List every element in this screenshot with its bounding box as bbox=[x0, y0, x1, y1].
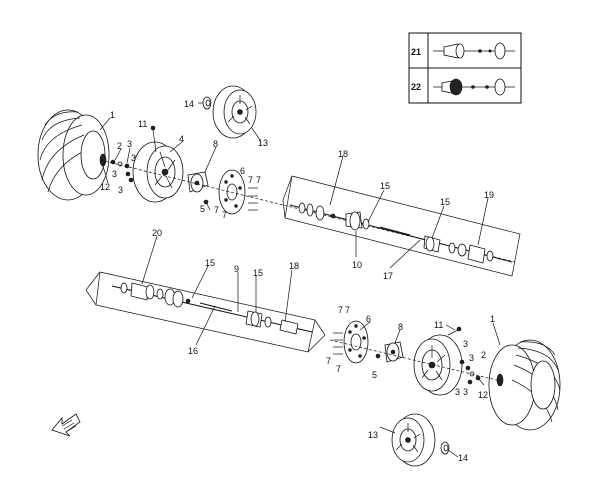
callout-7: 7 bbox=[248, 175, 253, 185]
callout-18: 18 bbox=[338, 149, 348, 159]
callout-3: 3 bbox=[127, 139, 132, 149]
legend-number-21: 21 bbox=[411, 47, 421, 57]
legend-21-cv-joint-icon bbox=[433, 42, 515, 60]
hardware-lower bbox=[333, 326, 481, 385]
drive-shaft-box-lower bbox=[85, 271, 326, 353]
callout-3: 3 bbox=[455, 387, 460, 397]
brake-disc-upper bbox=[218, 169, 246, 215]
callout-14: 14 bbox=[458, 453, 468, 463]
callout-11: 11 bbox=[138, 119, 147, 129]
rim-upper-left bbox=[132, 141, 184, 203]
callout-1: 1 bbox=[110, 110, 115, 120]
callout-15: 15 bbox=[380, 181, 390, 191]
rim-lower-right bbox=[413, 334, 463, 396]
callout-17: 17 bbox=[383, 271, 393, 281]
callout-3: 3 bbox=[131, 153, 136, 163]
legend-22-cv-joint-icon bbox=[433, 78, 515, 96]
callout-4: 4 bbox=[179, 134, 184, 144]
callout-15: 15 bbox=[440, 197, 450, 207]
callout-8: 8 bbox=[213, 139, 218, 149]
callout-3: 3 bbox=[469, 353, 474, 363]
rim-lower-spare bbox=[391, 413, 436, 467]
callout-3: 3 bbox=[118, 185, 123, 195]
callout-18: 18 bbox=[289, 261, 299, 271]
callout-2: 2 bbox=[117, 141, 122, 151]
callout-2: 2 bbox=[481, 350, 486, 360]
callout-16: 16 bbox=[188, 346, 198, 356]
tire-upper-left bbox=[37, 109, 110, 201]
callout-7: 7 bbox=[222, 210, 227, 220]
callout-7: 7 bbox=[338, 305, 343, 315]
callout-14: 14 bbox=[184, 99, 194, 109]
callout-20: 20 bbox=[152, 228, 162, 238]
leader-lines bbox=[99, 102, 501, 458]
callout-5: 5 bbox=[372, 370, 377, 380]
callout-3: 3 bbox=[463, 339, 468, 349]
hub-lower bbox=[384, 341, 404, 363]
hardware-upper bbox=[110, 125, 258, 211]
callout-7: 7 bbox=[326, 356, 331, 366]
rim-upper-spare bbox=[212, 85, 257, 139]
callout-12: 12 bbox=[478, 390, 488, 400]
nut-14-upper-icon bbox=[202, 96, 212, 110]
hub-upper bbox=[187, 171, 209, 193]
callout-12: 12 bbox=[100, 182, 110, 192]
callout-13: 13 bbox=[368, 430, 378, 440]
callout-15: 15 bbox=[205, 258, 215, 268]
callout-3: 3 bbox=[112, 169, 117, 179]
callout-1: 1 bbox=[490, 314, 495, 324]
callout-19: 19 bbox=[484, 190, 494, 200]
callout-9: 9 bbox=[234, 264, 239, 274]
front-direction-arrow-icon bbox=[51, 413, 81, 437]
callout-13: 13 bbox=[258, 138, 268, 148]
callout-7: 7 bbox=[336, 364, 341, 374]
callout-7: 7 bbox=[345, 305, 350, 315]
nut-14-lower-icon bbox=[440, 441, 450, 455]
callout-3: 3 bbox=[463, 387, 468, 397]
callout-8: 8 bbox=[398, 322, 403, 332]
callout-6: 6 bbox=[366, 314, 371, 324]
callout-10: 10 bbox=[352, 260, 362, 270]
legend-box: 21 22 bbox=[408, 32, 522, 104]
brake-disc-lower bbox=[343, 320, 369, 364]
callout-15: 15 bbox=[253, 268, 263, 278]
legend-number-22: 22 bbox=[411, 82, 421, 92]
callout-7: 7 bbox=[214, 205, 219, 215]
drive-shaft-box-upper bbox=[282, 175, 521, 277]
callout-5: 5 bbox=[200, 204, 205, 214]
callout-7: 7 bbox=[256, 175, 261, 185]
callout-labels: 1 2 3 3 3 3 4 5 6 7 7 7 7 8 11 12 13 14 … bbox=[100, 99, 495, 463]
callout-6: 6 bbox=[240, 166, 245, 176]
tire-lower-right bbox=[488, 339, 561, 431]
callout-11: 11 bbox=[434, 320, 443, 330]
